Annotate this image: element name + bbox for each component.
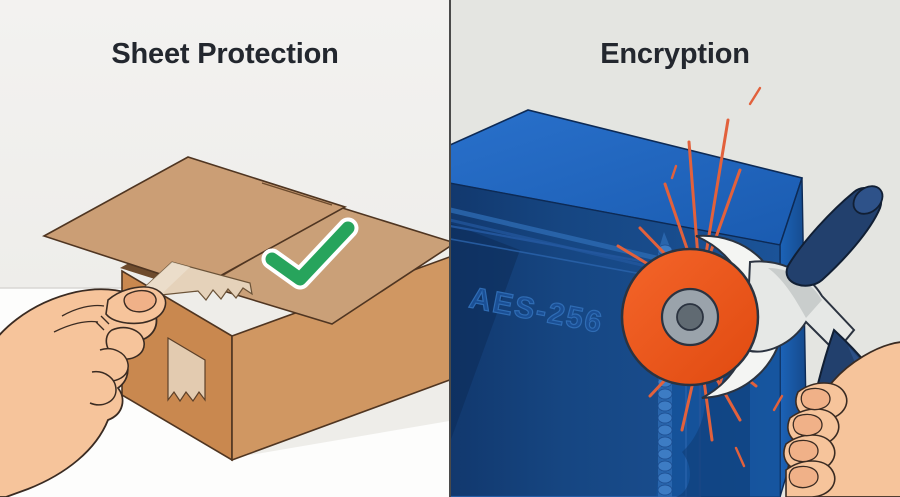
safe-door-inner-outline (450, 238, 687, 497)
disc-arbor (676, 303, 704, 331)
handle-end-cap (852, 185, 884, 215)
right-panel-title: Encryption (600, 38, 750, 70)
sheet-protection-illustration (0, 0, 450, 497)
left-panel: Sheet Protection (0, 0, 450, 497)
box-torn-notch (167, 336, 206, 403)
grinder-body-shadow (768, 268, 822, 318)
box-flap-front (41, 156, 348, 288)
hand-peeling-tape (0, 286, 167, 497)
panel-divider (449, 0, 451, 497)
right-panel: AES-256 (450, 0, 900, 497)
green-checkmark-icon (261, 217, 359, 290)
encryption-illustration: AES-256 (450, 0, 900, 497)
box-flap-seam (261, 182, 333, 206)
hand-gripping-grinder (783, 341, 900, 497)
left-panel-title: Sheet Protection (111, 38, 339, 70)
safe-front-shadow (450, 223, 520, 443)
